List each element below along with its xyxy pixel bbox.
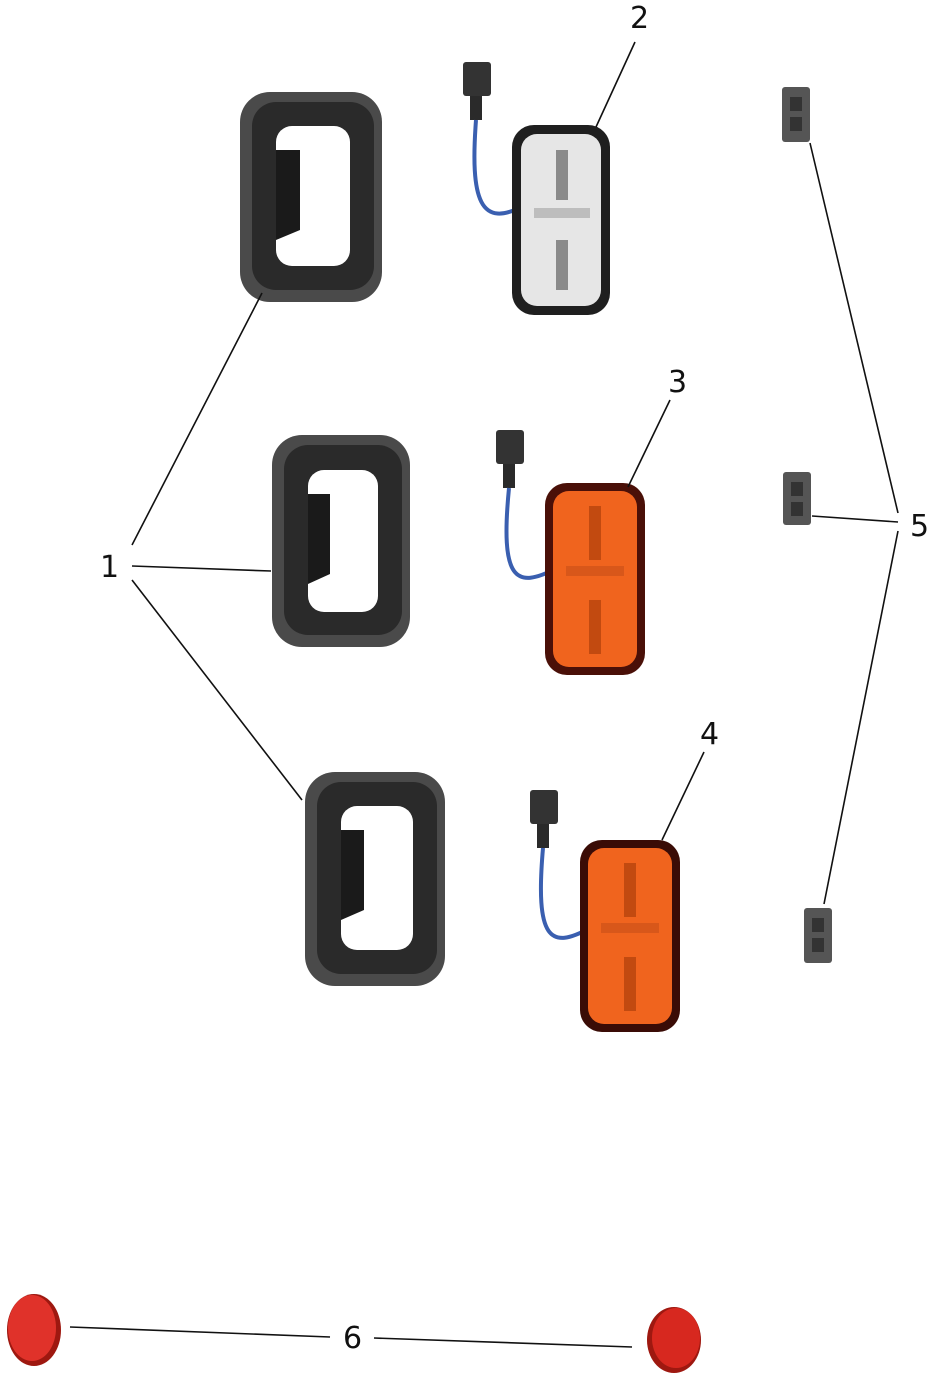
wire-icon xyxy=(504,487,558,580)
leader-1-top xyxy=(131,292,263,546)
clip-bottom xyxy=(804,908,832,963)
connector-plug-icon xyxy=(463,62,491,96)
plug-right xyxy=(647,1307,701,1373)
connector-plug-icon xyxy=(530,790,558,824)
connector-plug-icon xyxy=(496,430,524,464)
callout-4: 4 xyxy=(700,717,719,752)
wire-icon xyxy=(538,847,591,940)
clip-middle xyxy=(783,472,811,525)
leader-1-bottom xyxy=(131,579,303,801)
leader-3 xyxy=(627,399,671,488)
leader-5-bottom xyxy=(823,530,899,905)
clip-top xyxy=(782,87,810,142)
callout-1: 1 xyxy=(100,550,119,585)
plug-left xyxy=(7,1294,61,1366)
callout-6: 6 xyxy=(343,1321,362,1356)
leader-6-left xyxy=(69,1326,331,1338)
grommet-top xyxy=(240,92,382,302)
lamp-amber-part-3 xyxy=(496,430,645,675)
wire-icon xyxy=(472,119,526,216)
leader-6-right xyxy=(373,1337,633,1348)
leader-4 xyxy=(661,751,705,841)
callout-2: 2 xyxy=(630,1,649,36)
leader-5-top xyxy=(809,142,899,514)
lamp-amber-part-4 xyxy=(530,790,680,1032)
leader-5-middle xyxy=(811,515,899,523)
callout-5: 5 xyxy=(910,509,929,544)
lamp-clear-part-2 xyxy=(463,62,610,315)
callout-3: 3 xyxy=(668,365,687,400)
leader-2 xyxy=(595,41,636,128)
leader-1-middle xyxy=(131,565,272,572)
grommet-bottom xyxy=(305,772,445,986)
leader-lines xyxy=(69,41,899,1348)
grommet-middle xyxy=(272,435,410,647)
